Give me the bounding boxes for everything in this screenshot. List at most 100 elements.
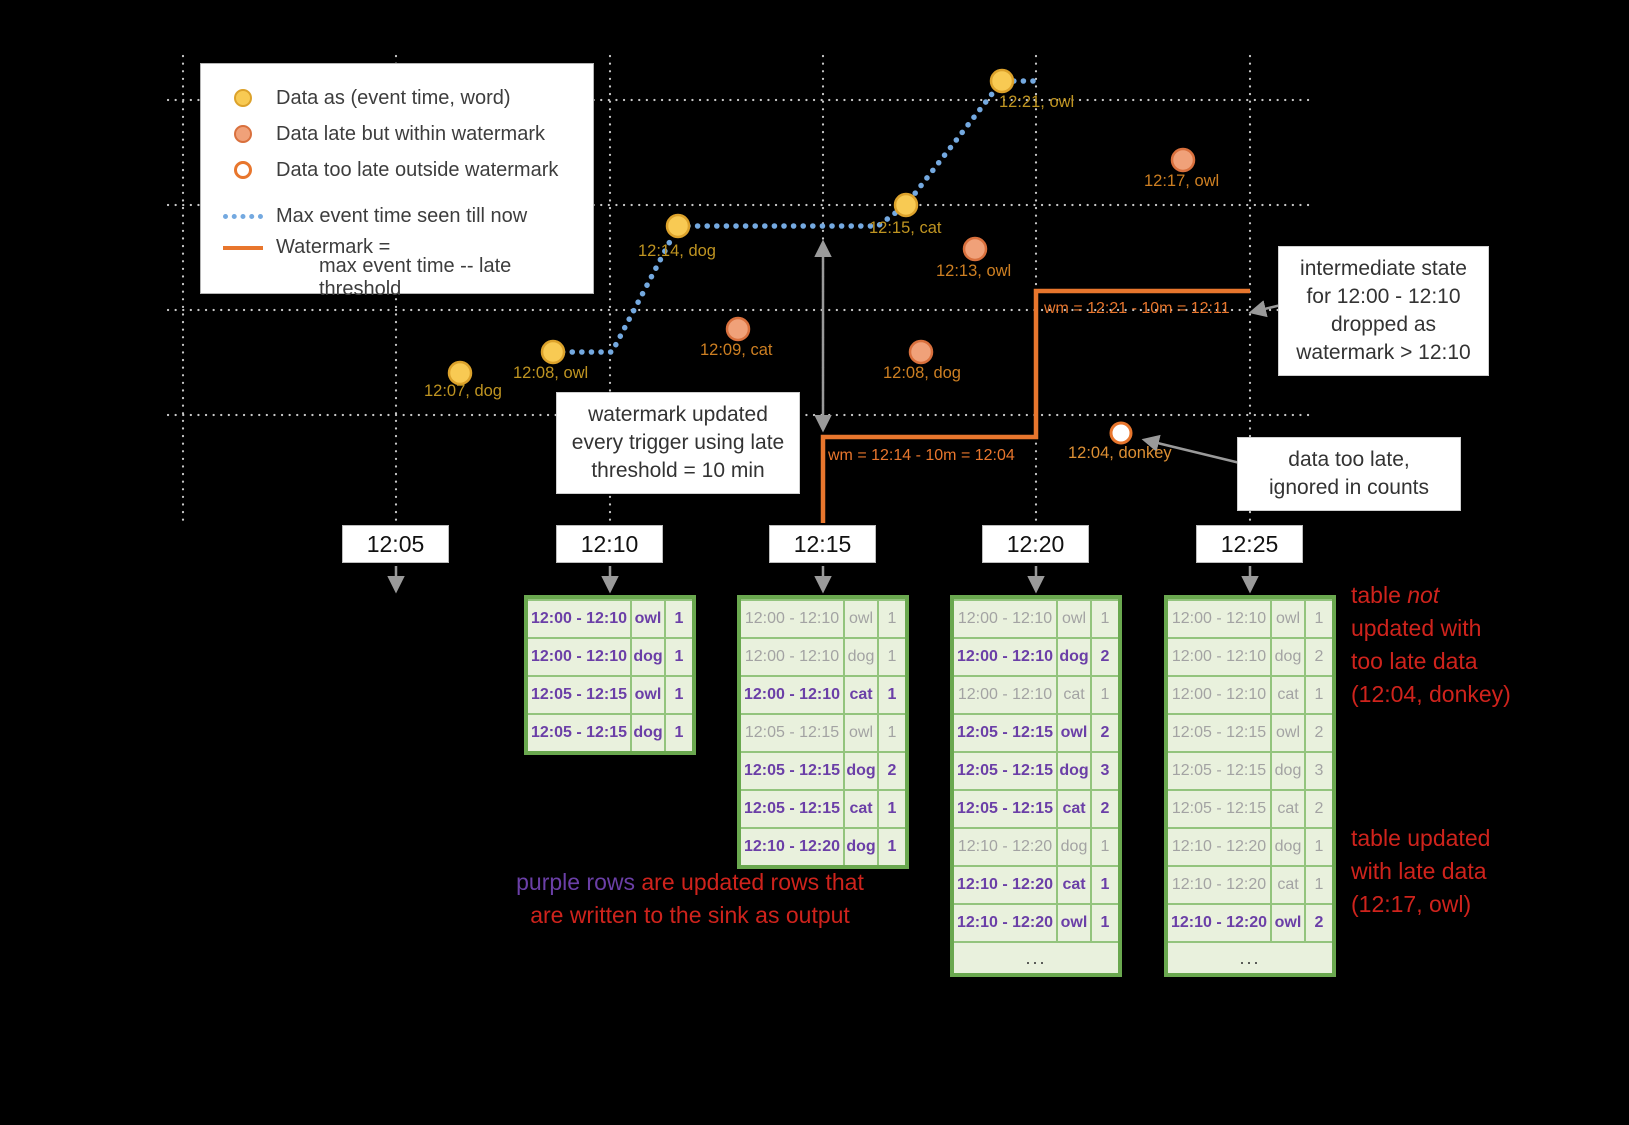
table-row: 12:00 - 12:10 dog 2: [1168, 637, 1332, 675]
word-cell: dog: [1272, 829, 1306, 865]
note-line: table updated: [1351, 825, 1491, 851]
table-row: 12:05 - 12:15 dog 3: [1168, 751, 1332, 789]
note-line: table not: [1351, 579, 1561, 612]
word-cell: cat: [845, 677, 879, 713]
trigger-time-12-20: 12:20: [982, 525, 1089, 563]
table-row: 12:10 - 12:20 owl 1: [954, 903, 1118, 941]
point-12-08-owl: [540, 339, 566, 365]
count-cell: 2: [1100, 800, 1110, 817]
point-label-12-14-dog: 12:14, dog: [638, 242, 716, 260]
legend-label: Data as (event time, word): [276, 86, 511, 109]
count-cell: 1: [1314, 610, 1324, 627]
note-line: with late data: [1351, 858, 1487, 884]
window-cell: 12:10 - 12:20: [1168, 905, 1272, 941]
word-cell: owl: [845, 715, 879, 751]
point-12-07-dog: [447, 360, 473, 386]
table-row: 12:05 - 12:15 dog 3: [954, 751, 1118, 789]
window-cell: 12:05 - 12:15: [1168, 753, 1272, 789]
window-cell: 12:00 - 12:10: [954, 639, 1058, 675]
legend-item-max-event-time: Max event time seen till now: [223, 201, 575, 232]
word-cell: cat: [1272, 791, 1306, 827]
note-line: watermark > 12:10: [1296, 341, 1471, 364]
window-cell: 12:05 - 12:15: [528, 715, 632, 751]
table-row: 12:05 - 12:15 owl 2: [954, 713, 1118, 751]
table-row: 12:10 - 12:20 dog 1: [741, 827, 905, 865]
window-cell: 12:10 - 12:20: [954, 905, 1058, 941]
ontime-dot-icon: [234, 89, 252, 107]
note-line: are written to the sink as output: [530, 902, 850, 928]
count-cell: 1: [1314, 876, 1324, 893]
count-cell: 3: [1100, 762, 1110, 779]
count-cell: 1: [887, 838, 897, 855]
window-cell: 12:10 - 12:20: [1168, 829, 1272, 865]
note-text: are updated rows that: [635, 869, 864, 895]
ellipsis-row: ...: [1168, 941, 1332, 973]
table-row: 12:00 - 12:10 cat 1: [741, 675, 905, 713]
table-row: 12:05 - 12:15 cat 2: [1168, 789, 1332, 827]
point-label-12-09-cat: 12:09, cat: [700, 341, 773, 359]
note-line: updated with: [1351, 615, 1482, 641]
ellipsis-row: ...: [954, 941, 1118, 973]
legend-item-ontime: Data as (event time, word): [223, 80, 575, 116]
count-cell: 1: [674, 724, 684, 741]
trigger-time-12-15: 12:15: [769, 525, 876, 563]
note-line: watermark updated: [588, 403, 768, 426]
table-row: 12:00 - 12:10 cat 1: [954, 675, 1118, 713]
word-cell: dog: [845, 753, 879, 789]
word-cell: dog: [845, 829, 879, 865]
table-row: 12:05 - 12:15 dog 1: [528, 713, 692, 751]
window-cell: 12:05 - 12:15: [741, 753, 845, 789]
word-cell: dog: [1272, 753, 1306, 789]
note-line: (12:04, donkey): [1351, 681, 1511, 707]
count-cell: 1: [887, 648, 897, 665]
point-label-12-07-dog: 12:07, dog: [424, 382, 502, 400]
legend: Data as (event time, word) Data late but…: [200, 63, 594, 300]
window-cell: 12:00 - 12:10: [1168, 601, 1272, 637]
legend-watermark-formula: max event time -- late threshold: [223, 255, 575, 300]
table-row: 12:10 - 12:20 dog 1: [954, 827, 1118, 865]
count-cell: 1: [1100, 686, 1110, 703]
window-cell: 12:00 - 12:10: [741, 677, 845, 713]
watermark-label-2: wm = 12:21 - 10m = 12:11: [1044, 300, 1230, 317]
note-line: intermediate state: [1300, 257, 1467, 280]
window-cell: 12:05 - 12:15: [1168, 791, 1272, 827]
count-cell: 1: [674, 610, 684, 627]
point-late-12-17-owl: [1170, 147, 1196, 173]
note-line: for 12:00 - 12:10: [1306, 285, 1461, 308]
watermark-line: [820, 288, 1250, 523]
window-cell: 12:00 - 12:10: [528, 601, 632, 637]
result-table-12-20: 12:00 - 12:10 owl 1 12:00 - 12:10 dog 2 …: [950, 595, 1122, 977]
note-dropped-state: intermediate state for 12:00 - 12:10 dro…: [1278, 246, 1489, 376]
dropped-state-arrow: [1248, 300, 1282, 318]
count-cell: 3: [1314, 762, 1324, 779]
word-cell: cat: [1058, 867, 1092, 903]
count-cell: 1: [1100, 838, 1110, 855]
word-cell: cat: [1272, 677, 1306, 713]
note-watermark-update: watermark updated every trigger using la…: [556, 392, 800, 494]
word-cell: owl: [632, 601, 666, 637]
note-line: every trigger using late: [571, 431, 785, 454]
point-12-14-dog: [665, 213, 691, 239]
window-cell: 12:10 - 12:20: [954, 867, 1058, 903]
table-row: 12:00 - 12:10 owl 1: [954, 599, 1118, 637]
table-row: 12:05 - 12:15 owl 2: [1168, 713, 1332, 751]
table-row: 12:10 - 12:20 owl 2: [1168, 903, 1332, 941]
word-cell: owl: [1058, 601, 1092, 637]
legend-item-late: Data late but within watermark: [223, 116, 575, 152]
legend-gap: [223, 188, 575, 201]
point-too-late-12-04-donkey: [1109, 421, 1133, 445]
legend-item-too-late: Data too late outside watermark: [223, 152, 575, 188]
window-cell: 12:00 - 12:10: [1168, 677, 1272, 713]
word-cell: cat: [1058, 791, 1092, 827]
table-row: 12:00 - 12:10 dog 1: [528, 637, 692, 675]
legend-label: Data late but within watermark: [276, 122, 546, 145]
table-rows: 12:00 - 12:10 owl 1 12:00 - 12:10 dog 1 …: [528, 599, 692, 751]
word-cell: owl: [1272, 715, 1306, 751]
too-late-ring-icon: [234, 161, 252, 179]
point-label-12-15-cat: 12:15, cat: [869, 219, 942, 237]
table-rows: 12:00 - 12:10 owl 1 12:00 - 12:10 dog 2 …: [954, 599, 1118, 941]
legend-icon-cell: [223, 245, 263, 250]
count-cell: 1: [1314, 686, 1324, 703]
table-row: 12:00 - 12:10 dog 2: [954, 637, 1118, 675]
legend-label: Data too late outside watermark: [276, 158, 559, 181]
